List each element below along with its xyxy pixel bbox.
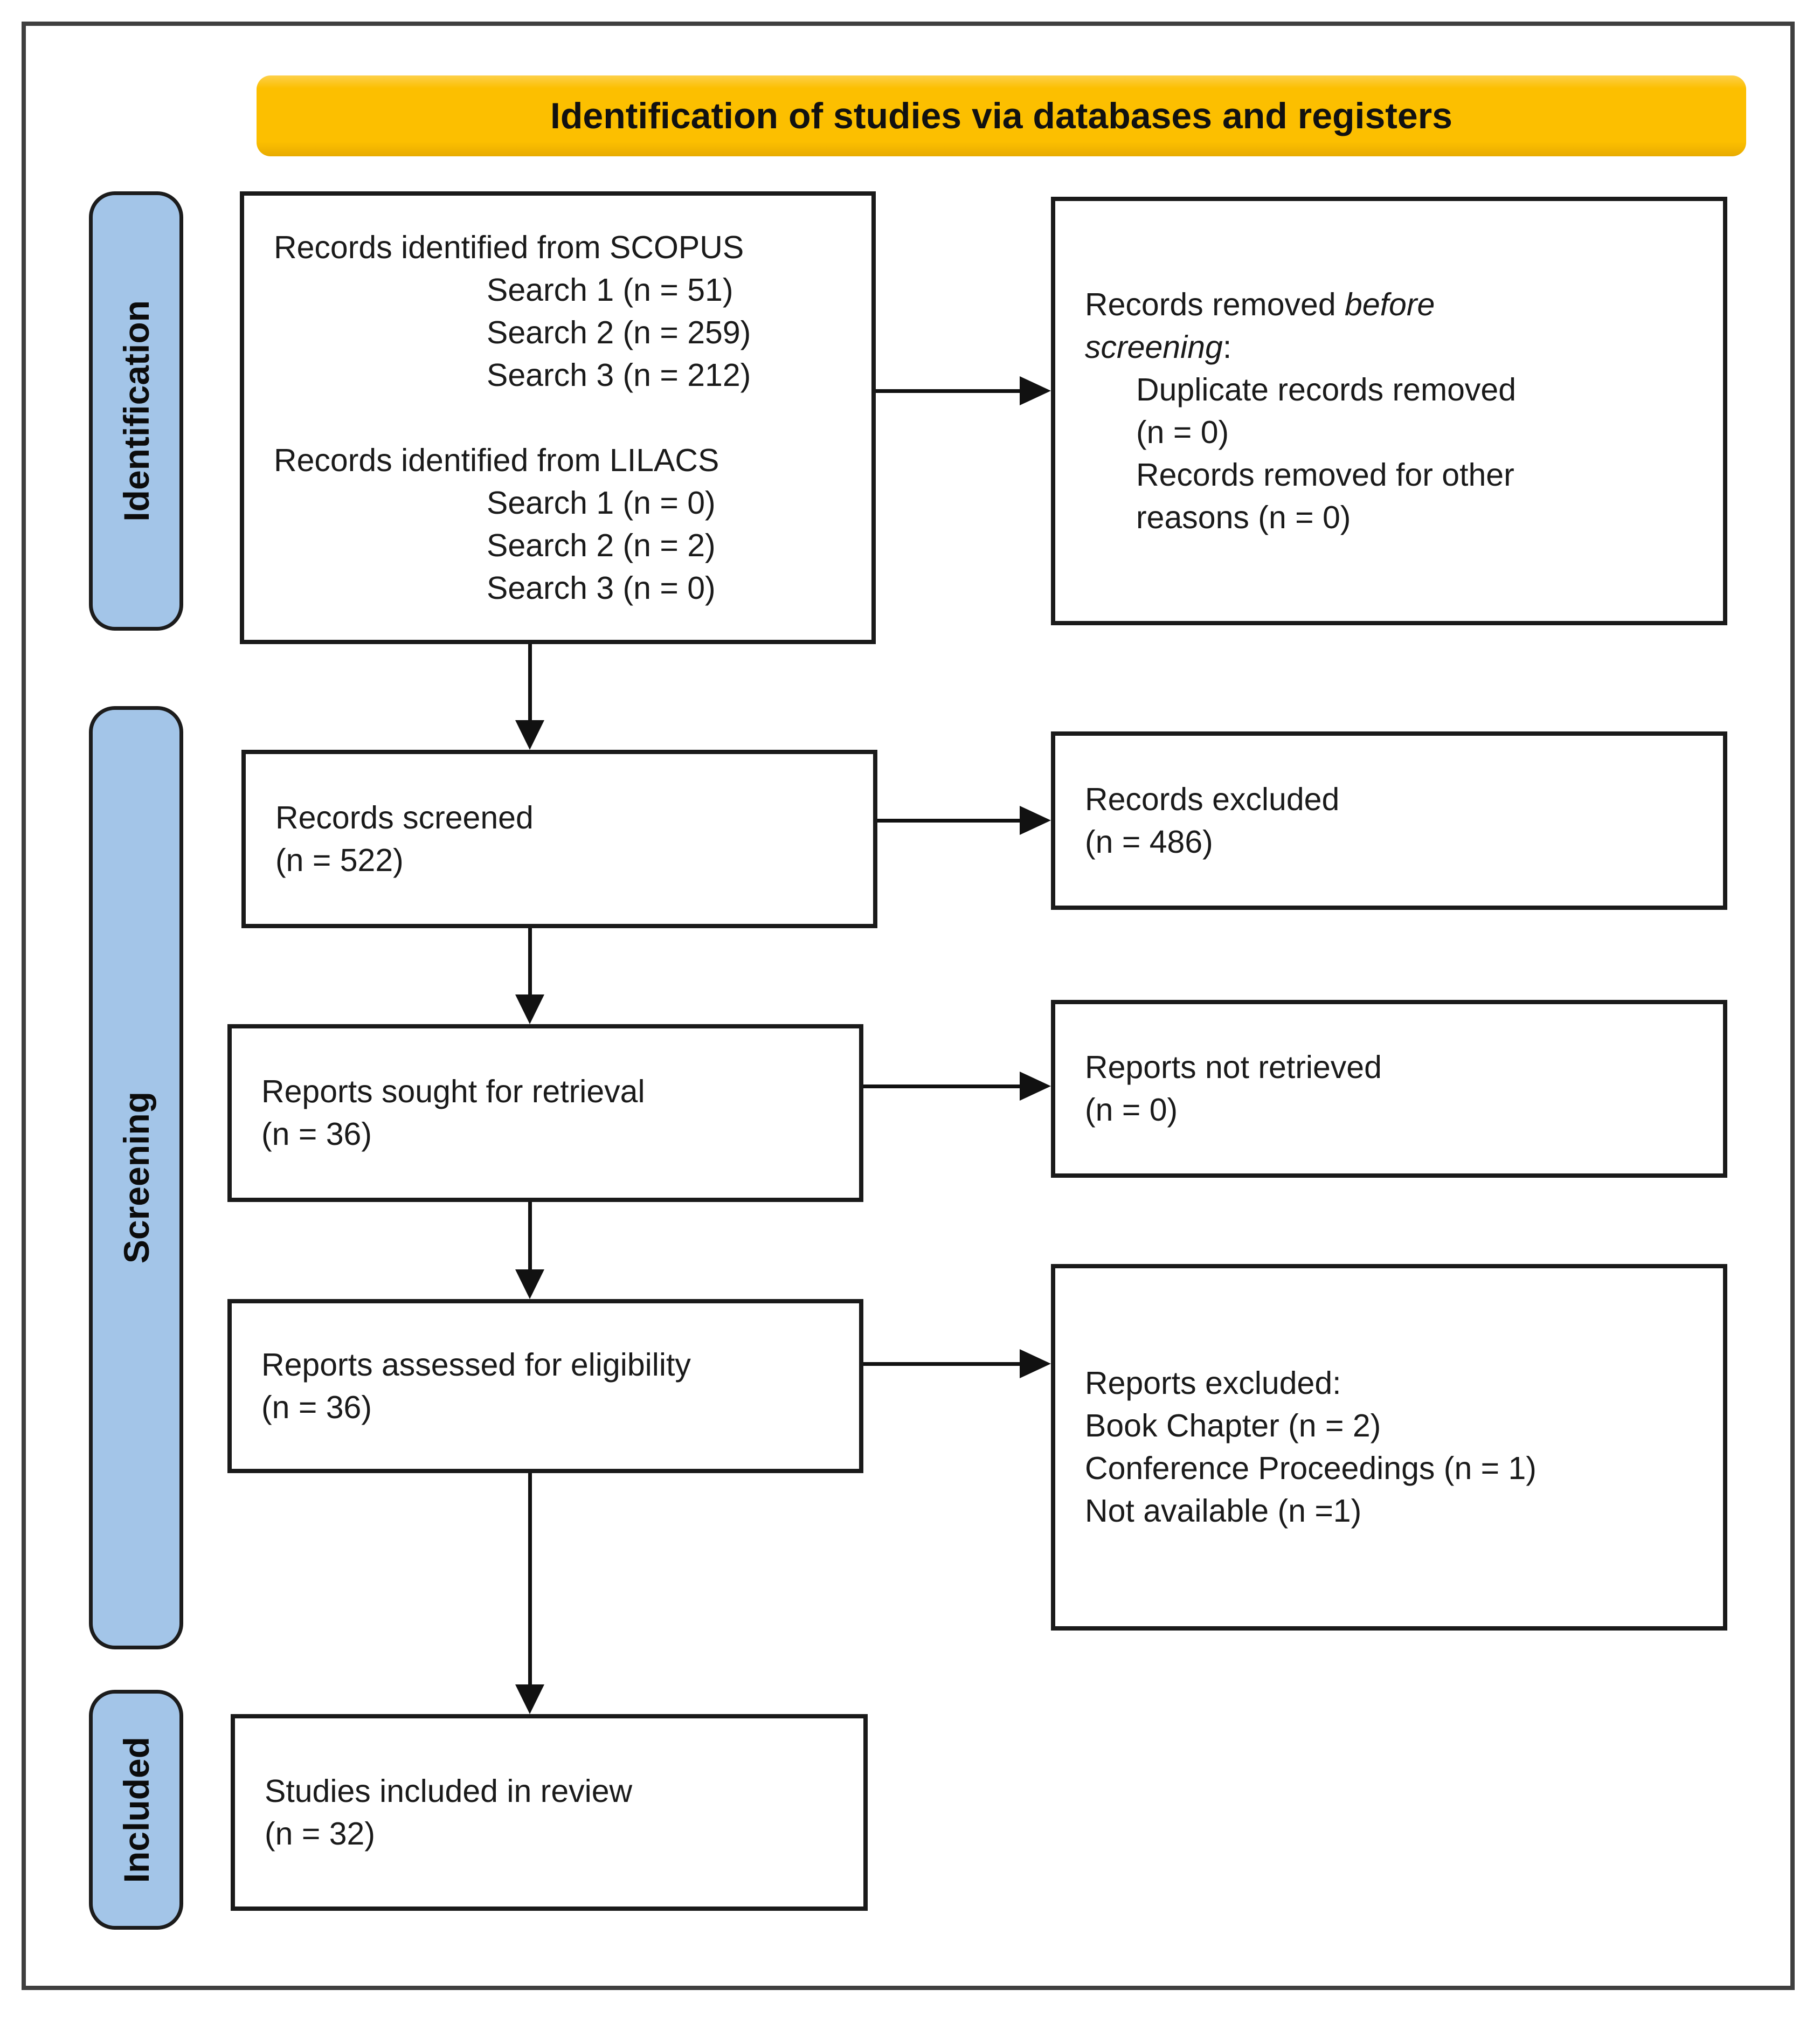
box-line: Reports not retrieved: [1055, 1046, 1704, 1089]
box-line: Search 2 (n = 259): [244, 312, 853, 354]
box-line-segment: before: [1345, 286, 1435, 322]
banner-title: Identification of studies via databases …: [550, 95, 1453, 136]
box-line-segment: (n = 32): [265, 1815, 375, 1852]
box-line-segment: Records screened: [275, 799, 534, 835]
box-line: (n = 36): [232, 1386, 840, 1429]
arrow-shaft: [528, 1202, 532, 1269]
phase-label-identification: Identification: [89, 191, 183, 631]
box-line-segment: Not available (n =1): [1085, 1493, 1362, 1529]
arrow-head-down-icon: [515, 994, 544, 1024]
arrow-shaft: [877, 819, 1020, 823]
box-line-segment: Reports not retrieved: [1085, 1049, 1382, 1085]
box-line: Search 2 (n = 2): [244, 524, 853, 567]
box-line-segment: Reports excluded:: [1085, 1365, 1341, 1401]
box-line: reasons (n = 0): [1055, 496, 1704, 539]
box-line: (n = 32): [235, 1813, 845, 1855]
phase-label-included: Included: [89, 1690, 183, 1930]
box-line: Conference Proceedings (n = 1): [1055, 1447, 1704, 1490]
arrow-head-down-icon: [515, 720, 544, 750]
arrow-head-right-icon: [1020, 376, 1051, 405]
box-line: Records identified from SCOPUS: [244, 226, 853, 269]
arrow-shaft: [863, 1085, 1020, 1088]
arrow-shaft: [528, 1473, 532, 1684]
box-line-segment: :: [1222, 329, 1232, 365]
box-line-segment: reasons (n = 0): [1136, 499, 1351, 535]
box-line-segment: Duplicate records removed: [1136, 371, 1517, 407]
box-line: Search 3 (n = 212): [244, 354, 853, 397]
box-line: Records removed before: [1055, 284, 1704, 326]
box-line: Search 1 (n = 51): [244, 269, 853, 312]
arrow-head-right-icon: [1020, 806, 1051, 835]
arrow-head-right-icon: [1020, 1349, 1051, 1378]
box-line-segment: Records identified from SCOPUS: [274, 229, 744, 265]
box-line: Search 3 (n = 0): [244, 567, 853, 610]
box-line: Search 1 (n = 0): [244, 482, 853, 524]
box-line-segment: (n = 36): [261, 1116, 372, 1152]
arrow-shaft: [876, 389, 1020, 393]
box-line-segment: (n = 36): [261, 1389, 372, 1425]
box-studies-included-in-review: Studies included in review (n = 32): [231, 1714, 868, 1911]
box-line-segment: Records removed: [1085, 286, 1345, 322]
arrow-head-down-icon: [515, 1269, 544, 1299]
phase-label-screening-text: Screening: [116, 1092, 156, 1264]
box-line-segment: Records removed for other: [1136, 457, 1514, 493]
arrow-head-right-icon: [1020, 1072, 1051, 1101]
box-line-segment: Reports sought for retrieval: [261, 1074, 645, 1109]
box-line: [244, 397, 853, 439]
arrow-head-down-icon: [515, 1684, 544, 1714]
box-line-segment: Search 2 (n = 259): [487, 314, 751, 350]
box-line: Not available (n =1): [1055, 1490, 1704, 1532]
box-line-segment: (n = 0): [1136, 414, 1229, 450]
box-line-segment: Reports assessed for eligibility: [261, 1346, 691, 1383]
box-line: Reports assessed for eligibility: [232, 1344, 840, 1386]
box-line: (n = 0): [1055, 411, 1704, 454]
box-line: Reports excluded:: [1055, 1362, 1704, 1405]
box-records-excluded: Records excluded (n = 486): [1051, 731, 1727, 910]
box-line-segment: Search 3 (n = 0): [487, 570, 716, 606]
arrow-shaft: [528, 644, 532, 720]
box-line-segment: (n = 0): [1085, 1092, 1178, 1128]
box-line: Studies included in review: [235, 1770, 845, 1813]
phase-label-identification-text: Identification: [116, 300, 156, 522]
box-line-segment: Search 1 (n = 51): [487, 272, 733, 308]
phase-label-included-text: Included: [116, 1736, 156, 1883]
box-line: screening:: [1055, 326, 1704, 369]
box-line-segment: Studies included in review: [265, 1773, 633, 1809]
box-line: Records removed for other: [1055, 454, 1704, 496]
box-line-segment: Search 1 (n = 0): [487, 485, 716, 521]
box-line-segment: screening: [1085, 329, 1223, 365]
box-line: (n = 0): [1055, 1089, 1704, 1131]
box-reports-not-retrieved: Reports not retrieved (n = 0): [1051, 1000, 1727, 1178]
box-line-segment: Search 2 (n = 2): [487, 527, 716, 563]
box-line-segment: Records excluded: [1085, 781, 1340, 817]
box-line: Duplicate records removed: [1055, 369, 1704, 411]
box-line-segment: Book Chapter (n = 2): [1085, 1408, 1381, 1443]
banner: Identification of studies via databases …: [257, 75, 1746, 156]
box-records-identified: Records identified from SCOPUS Search 1 (…: [240, 191, 876, 644]
box-line-segment: Search 3 (n = 212): [487, 357, 751, 393]
box-reports-sought-for-retrieval: Reports sought for retrieval (n = 36): [227, 1024, 863, 1202]
arrow-shaft: [528, 928, 532, 994]
box-line-segment: Conference Proceedings (n = 1): [1085, 1450, 1537, 1486]
box-line: Book Chapter (n = 2): [1055, 1405, 1704, 1447]
box-line: (n = 36): [232, 1113, 840, 1156]
phase-label-screening: Screening: [89, 706, 183, 1649]
box-line: Reports sought for retrieval: [232, 1070, 840, 1113]
box-reports-assessed-for-eligibility: Reports assessed for eligibility (n = 36): [227, 1299, 863, 1473]
box-line: Records identified from LILACS: [244, 439, 853, 482]
arrow-shaft: [863, 1362, 1020, 1366]
box-line-segment: (n = 522): [275, 842, 404, 878]
box-line: (n = 486): [1055, 821, 1704, 864]
box-line-segment: Records identified from LILACS: [274, 442, 719, 478]
box-records-screened: Records screened (n = 522): [241, 750, 877, 928]
box-line-segment: (n = 486): [1085, 824, 1213, 860]
box-line: Records screened: [246, 797, 854, 839]
box-line: Records excluded: [1055, 778, 1704, 821]
box-line: (n = 522): [246, 839, 854, 882]
box-reports-excluded: Reports excluded: Book Chapter (n = 2) Con…: [1051, 1264, 1727, 1631]
